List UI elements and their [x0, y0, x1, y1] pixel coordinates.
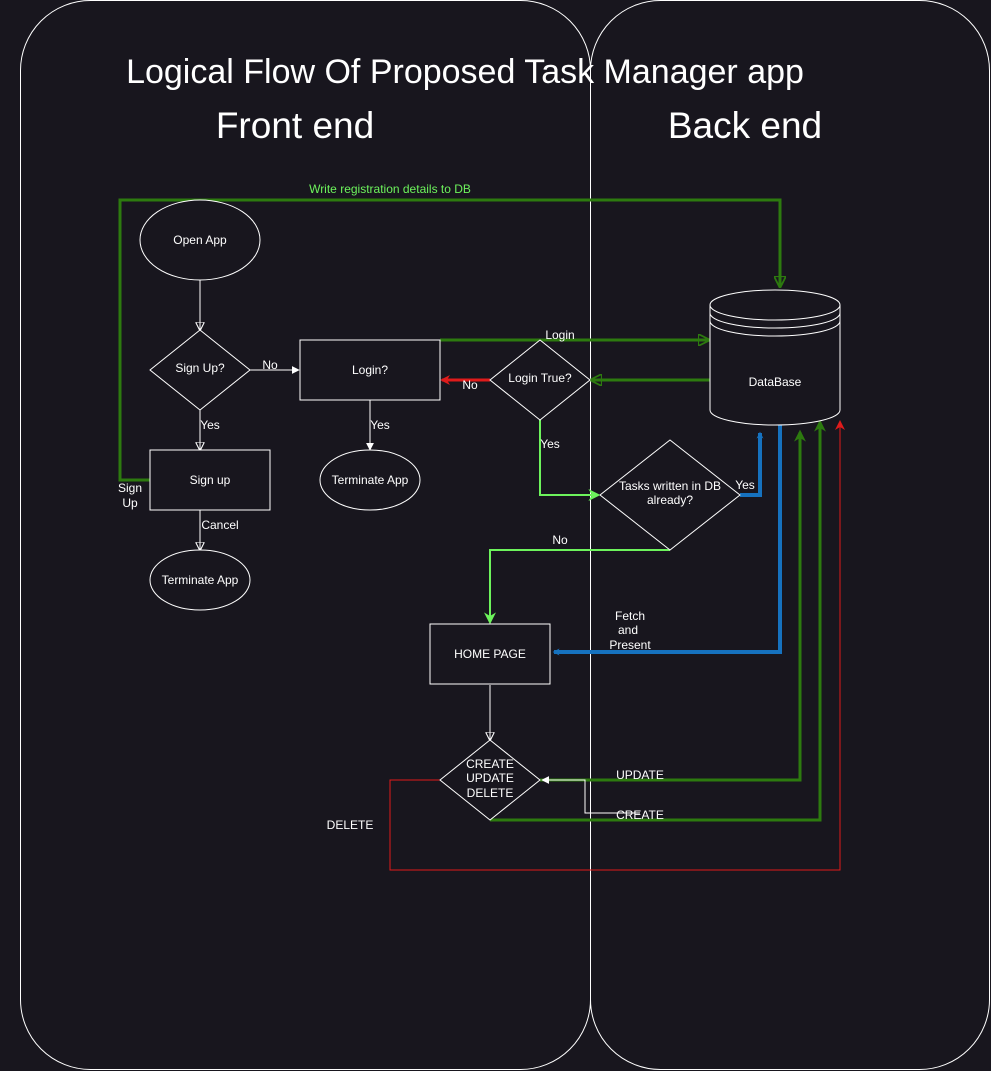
front-end-title: Front end: [216, 105, 374, 146]
login-true-decision: Login True?: [489, 339, 591, 421]
home-page-label: HOME PAGE: [454, 647, 526, 661]
label-tasks-no: No: [552, 533, 568, 547]
sign-up-node: Sign up: [149, 449, 271, 511]
label-cancel: Cancel: [201, 518, 238, 532]
label-login: Login: [545, 328, 574, 342]
database-cylinder: DataBase: [709, 289, 841, 426]
login-node-label: Login?: [352, 363, 388, 377]
label-login-no: No: [462, 378, 478, 392]
label-signup-yes: Yes: [200, 418, 220, 432]
label-fetch: Fetch: [615, 609, 645, 623]
label-login-yes: Yes: [370, 418, 390, 432]
edge-delete: [389, 420, 845, 871]
edge-login-true-yes: [539, 420, 601, 501]
label-signup-no: No: [262, 358, 278, 372]
edge-tasks-yes: [740, 431, 764, 497]
sign-up-decision: Sign Up?: [149, 329, 251, 411]
crud-decision: CREATE UPDATE DELETE: [439, 739, 541, 821]
edge-fetch-present: [552, 420, 782, 656]
terminate-app-node-2: Terminate App: [319, 449, 421, 511]
edge-create: [490, 419, 826, 822]
back-end-lane: [590, 0, 990, 1070]
label-sign-up-line-1: Sign: [118, 481, 142, 495]
terminate-app-label-1: Terminate App: [162, 573, 239, 587]
database-label: DataBase: [749, 375, 802, 389]
edge-tasks-no: [484, 549, 670, 625]
label-tasks-yes: Yes: [735, 478, 755, 492]
open-app-label: Open App: [173, 233, 227, 247]
sign-up-decision-label: Sign Up?: [175, 361, 225, 375]
label-sign-up-line-2: Up: [122, 496, 138, 510]
crud-label-update: UPDATE: [466, 771, 514, 785]
tasks-written-label-2: already?: [647, 493, 693, 507]
login-node: Login?: [299, 339, 441, 401]
label-login-true-yes: Yes: [540, 437, 560, 451]
open-app-node: Open App: [139, 199, 261, 281]
terminate-app-label-2: Terminate App: [332, 473, 409, 487]
crud-label-delete: DELETE: [467, 786, 514, 800]
front-end-lane: [20, 0, 591, 1070]
label-delete: DELETE: [327, 818, 374, 832]
tasks-written-label-1: Tasks written in DB: [619, 479, 721, 493]
edge-update: [540, 429, 806, 782]
back-end-title: Back end: [668, 105, 822, 146]
terminate-app-node-1: Terminate App: [149, 549, 251, 611]
diagram-title: Logical Flow Of Proposed Task Manager ap…: [126, 53, 804, 91]
login-true-label: Login True?: [508, 371, 572, 385]
label-update: UPDATE: [616, 768, 664, 782]
sign-up-node-label: Sign up: [190, 473, 231, 487]
label-present: Present: [609, 638, 651, 652]
label-create: CREATE: [616, 808, 664, 822]
label-write-registration: Write registration details to DB: [309, 182, 471, 196]
tasks-written-decision: Tasks written in DB already?: [599, 439, 741, 551]
edge-write-registration: [118, 198, 780, 482]
home-page-node: HOME PAGE: [429, 623, 551, 685]
label-and: and: [618, 623, 638, 637]
edge-create-return: [541, 776, 640, 814]
crud-label-create: CREATE: [466, 757, 514, 771]
